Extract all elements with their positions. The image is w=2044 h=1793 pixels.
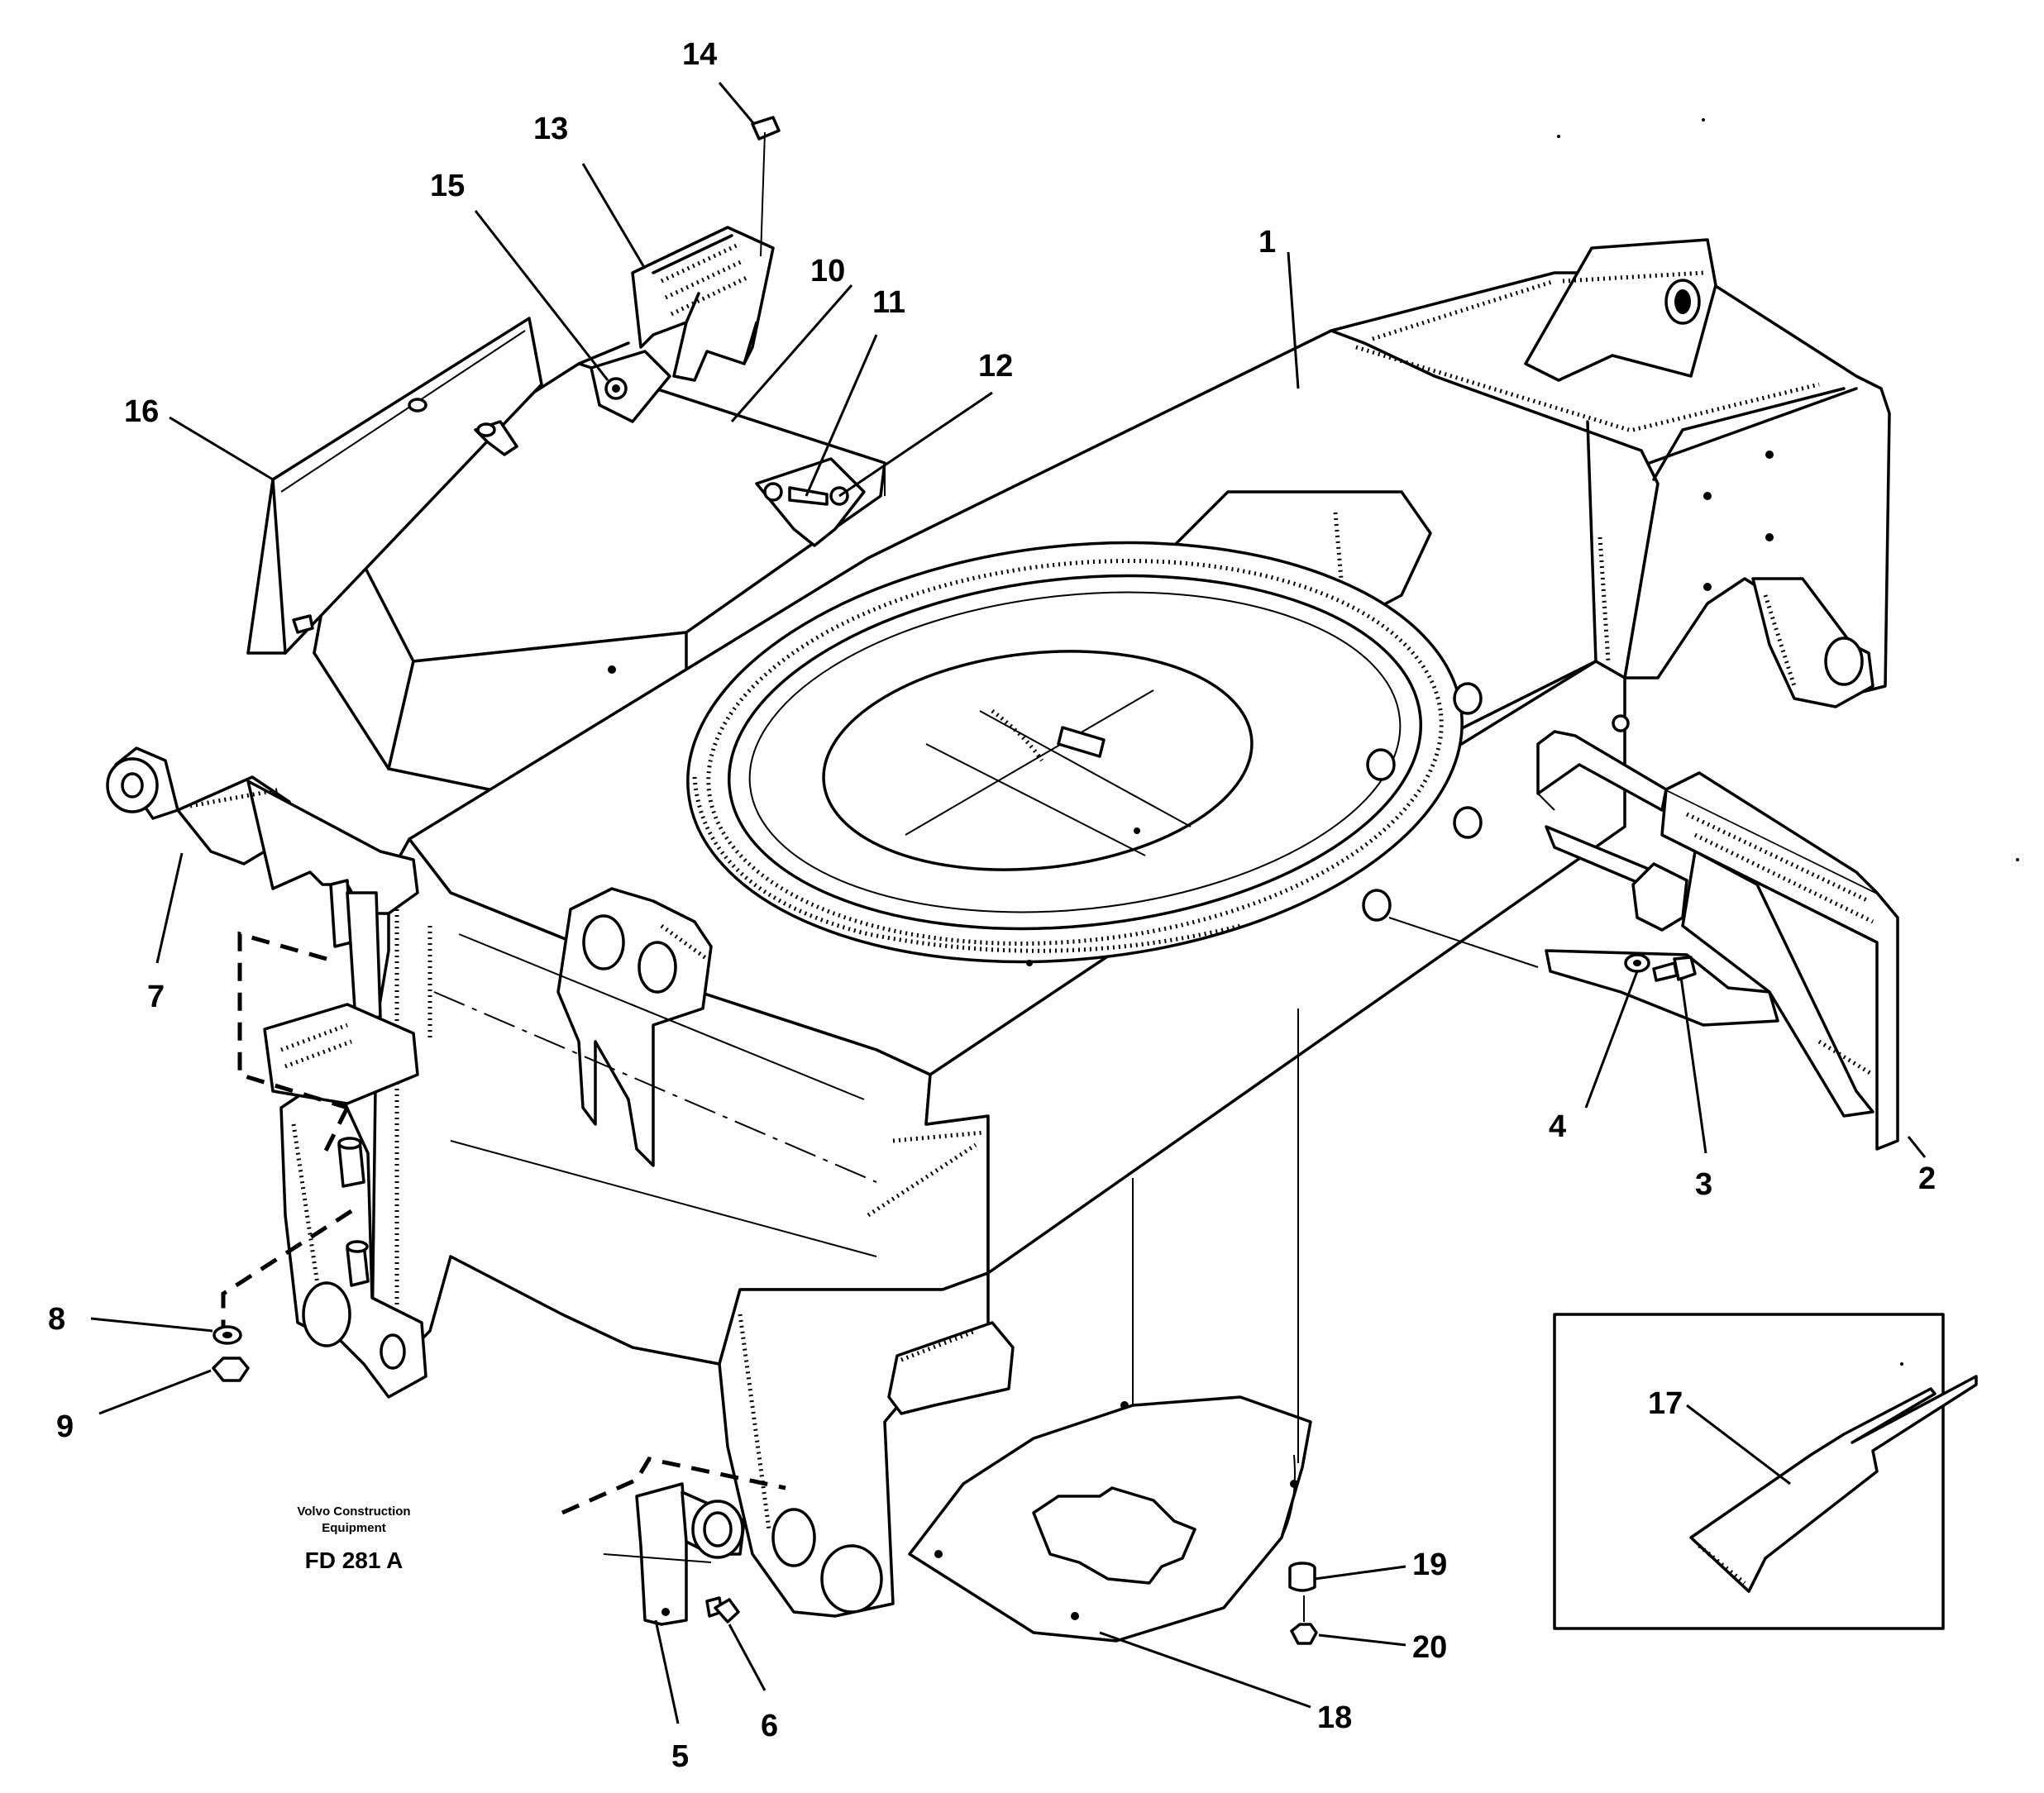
front-right-leg — [718, 1142, 1015, 1618]
callout-14: 14 — [682, 37, 717, 72]
callout-1: 1 — [1258, 225, 1276, 260]
callout-8: 8 — [48, 1302, 65, 1337]
inset-box — [1553, 1313, 1978, 1630]
brand-line-1: Volvo Construction — [297, 1504, 410, 1519]
alignment-line-5 — [603, 1553, 712, 1563]
washer-8 — [213, 1325, 242, 1345]
mounting-outline-right — [561, 1457, 786, 1515]
front-left-leg — [279, 1081, 427, 1399]
callout-20: 20 — [1412, 1630, 1447, 1665]
callout-17: 17 — [1648, 1386, 1683, 1421]
mounting-outline-left — [237, 931, 348, 1110]
right-step-2 — [1536, 714, 1899, 1151]
alignment-line-2b — [1537, 793, 1555, 811]
callout-12: 12 — [978, 349, 1013, 384]
upper-step-13 — [631, 226, 775, 382]
left-leg-spacers — [337, 1137, 370, 1287]
nut-9 — [212, 1357, 250, 1382]
mounting-outline-left-3 — [221, 1209, 353, 1327]
leader-lines — [90, 82, 1927, 1724]
bracket-12 — [755, 457, 866, 547]
callout-9: 9 — [56, 1409, 74, 1444]
callout-7: 7 — [147, 980, 165, 1014]
side-cover-plate — [246, 317, 543, 655]
bolt-6 — [705, 1596, 740, 1624]
figure-credit: Volvo Construction Equipment FD 281 A — [297, 1504, 410, 1573]
box-grab-handle — [474, 420, 518, 456]
figure-code: FD 281 A — [305, 1547, 404, 1573]
belly-plate-18 — [908, 1395, 1312, 1643]
callout-18: 18 — [1317, 1700, 1352, 1735]
callout-16: 16 — [124, 394, 159, 429]
callout-13: 13 — [533, 112, 568, 146]
latch-15 — [590, 350, 671, 423]
bolt-14 — [751, 116, 781, 257]
main-frame — [370, 238, 1891, 1366]
callout-4: 4 — [1549, 1109, 1566, 1144]
callout-5: 5 — [671, 1739, 689, 1774]
hand-rail-post — [263, 891, 419, 1105]
mounting-outline-left-2 — [320, 1106, 350, 1159]
sealant-tube-17 — [1689, 1375, 1978, 1593]
bolt-20 — [1290, 1595, 1318, 1645]
washer-4 — [1624, 953, 1650, 973]
bracket-5 — [635, 1482, 746, 1626]
left-step-7 — [106, 746, 419, 948]
callout-6: 6 — [761, 1709, 778, 1743]
spacer-19 — [1288, 1562, 1316, 1592]
alignment-line-2 — [1388, 917, 1539, 968]
callout-11: 11 — [872, 285, 905, 320]
bolt-3 — [1652, 956, 1697, 982]
callout-3: 3 — [1695, 1167, 1712, 1202]
callout-2: 2 — [1918, 1161, 1936, 1196]
callout-labels: 1 2 3 4 5 6 7 8 9 10 11 12 13 14 15 16 1… — [48, 37, 1936, 1774]
callout-19: 19 — [1412, 1547, 1447, 1582]
brand-line-2: Equipment — [322, 1521, 386, 1535]
callout-15: 15 — [430, 169, 465, 203]
callout-10: 10 — [810, 254, 845, 289]
